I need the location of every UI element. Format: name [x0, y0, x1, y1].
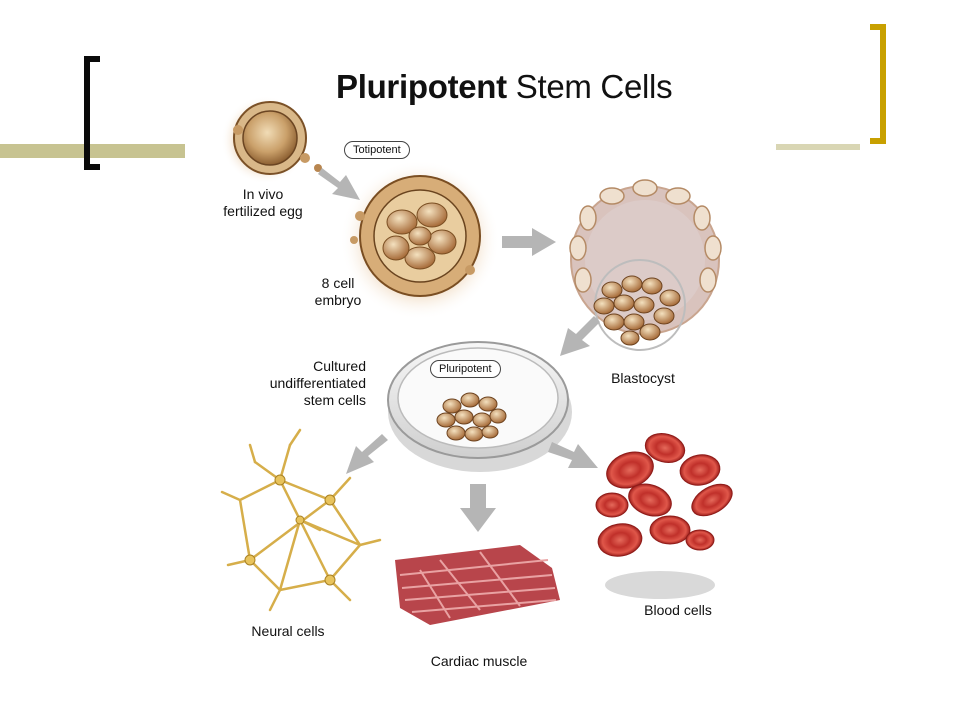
cardiac-muscle-illustration — [395, 545, 560, 625]
label-cardiac-muscle: Cardiac muscle — [430, 653, 528, 669]
blastocyst-illustration — [569, 179, 722, 351]
arrow-dish-to-cardiac — [460, 484, 496, 532]
diagram-title: Pluripotent Stem Cells — [336, 68, 673, 106]
label-fertilized-egg: In vivo fertilized egg — [223, 186, 303, 219]
right-bracket-decoration — [870, 24, 886, 144]
arrow-blastocyst-to-dish — [560, 316, 600, 356]
fertilized-egg-illustration — [221, 96, 322, 184]
accent-bar-left — [0, 144, 185, 158]
label-blood-cells: Blood cells — [644, 602, 712, 618]
blood-cells-illustration — [595, 433, 733, 599]
neural-cells-illustration — [220, 428, 382, 612]
accent-bar-right — [775, 144, 860, 150]
eight-cell-embryo-illustration — [340, 160, 500, 320]
pluripotent-badge: Pluripotent — [430, 360, 501, 378]
label-blastocyst: Blastocyst — [611, 370, 675, 386]
arrow-dish-to-blood — [548, 442, 598, 468]
title-rest: Stem Cells — [515, 68, 673, 105]
totipotent-badge: Totipotent — [344, 141, 410, 159]
label-cultured-stem-cells: Cultured undifferentiated stem cells — [269, 358, 366, 408]
arrow-embryo-to-blastocyst — [502, 228, 556, 256]
label-eight-cell-embryo: 8 cell embryo — [314, 275, 362, 308]
arrow-egg-to-embryo — [318, 168, 360, 200]
label-neural-cells: Neural cells — [251, 623, 325, 639]
left-bracket-decoration — [84, 56, 100, 170]
title-bold: Pluripotent — [336, 68, 507, 105]
flow-arrows — [318, 168, 600, 532]
arrow-dish-to-neural — [346, 434, 388, 474]
